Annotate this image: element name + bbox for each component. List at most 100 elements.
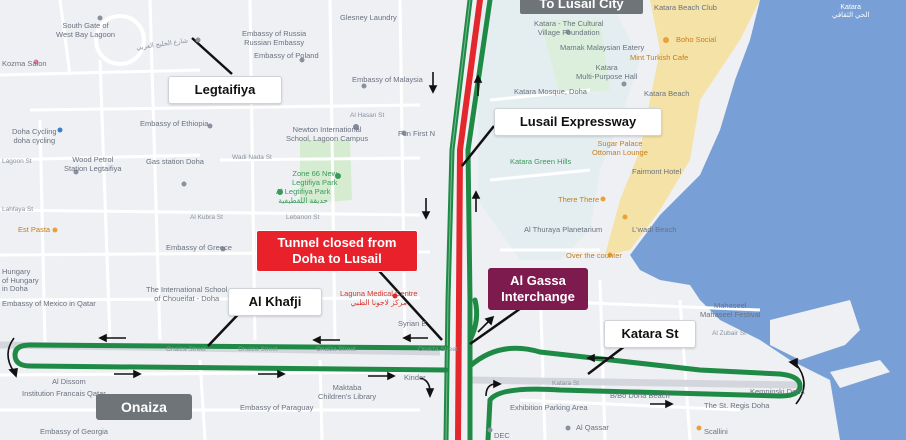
label-tunnel-closed: Tunnel closed from Doha to Lusail (256, 230, 418, 272)
arrow-left-2 (312, 335, 340, 345)
arrow-down-1 (428, 72, 438, 94)
poi-institution-francais: Institution Francais Qatar (22, 389, 106, 398)
arrow-left-3 (402, 333, 428, 343)
arrow-up-1 (473, 74, 483, 96)
street-onaiza-2: Onaiza Street (238, 346, 278, 353)
pier-2 (830, 360, 890, 388)
poi-text: Newton International (292, 125, 362, 134)
tunnel-line-1: Tunnel closed from (277, 235, 397, 251)
poi-text: Sugar Palace (597, 139, 643, 148)
poi-al-qassar: Al Qassar (576, 423, 609, 432)
poi-text: Doha Cycling (12, 127, 57, 136)
arrow-right-3 (368, 371, 396, 381)
poi-text: School, Lagoon Campus (286, 133, 369, 143)
poi-text: Maktaba (332, 383, 362, 392)
poi-kinder: Kinder (404, 373, 426, 382)
poi-text: of Choueifat - Doha (154, 293, 220, 303)
arrow-left-1 (98, 333, 126, 343)
arrow-right-1 (114, 369, 142, 379)
arrow-down-2 (421, 198, 431, 220)
poi-bb-doha: B/Bo Doha Beach (610, 391, 670, 400)
arrow-curve-up (485, 379, 502, 397)
onaiza-street-route (12, 342, 449, 373)
poi-text: South Gate of (62, 21, 109, 30)
label-onaiza: Onaiza (96, 394, 192, 420)
arrow-right-4 (650, 399, 674, 409)
poi-katara-beach: Katara Beach (644, 89, 690, 98)
poi-glesney-laundry: Glesney Laundry (340, 13, 397, 22)
poi-katara-mosque: Katara Mosque, Doha (514, 87, 587, 96)
street-al-zubair: Al Zubair St (712, 330, 746, 337)
poi-text: Russian Embassy (244, 37, 305, 47)
poi-embassy-georgia: Embassy of Georgia (40, 427, 108, 436)
tunnel-line-2: Doha to Lusail (292, 251, 382, 266)
poi-st-regis: The St. Regis Doha (704, 401, 770, 410)
poi-katara-beach-club: Katara Beach Club (654, 3, 717, 12)
poi-thuraya: Al Thuraya Planetarium (524, 225, 603, 234)
poi-est-pasta: Est Pasta (18, 225, 51, 234)
label-katara-st: Katara St (604, 320, 696, 348)
poi-text: Ottoman Lounge (592, 147, 648, 157)
poi-text: West Bay Lagoon (56, 29, 116, 39)
poi-text: حديقة اللقطيفية (278, 195, 328, 205)
katara-street-route (467, 297, 803, 440)
label-al-gassa-interchange: Al Gassa Interchange (488, 268, 588, 310)
park-area (300, 140, 352, 204)
poi-kozma-salon: Kozma Salon (2, 59, 47, 68)
poi-fun-first: Fun First N (398, 129, 436, 138)
poi-syrian: Syrian E (398, 319, 427, 328)
beach (605, 0, 760, 255)
poi-over-counter: Over the counter (566, 251, 622, 260)
u-turn-west (7, 337, 18, 378)
poi-dec: DEC (494, 431, 510, 440)
park-area-2 (540, 20, 610, 95)
u-turn-east (788, 357, 805, 405)
poi-text: Al Legtifiya Park (276, 187, 331, 196)
poi-fairmont: Fairmont Hotel (632, 167, 682, 176)
poi-boho-social: Boho Social (676, 35, 717, 44)
poi-text: Children's Library (318, 391, 377, 401)
poi-embassy-mexico: Embassy of Mexico in Qatar (2, 299, 96, 308)
arrow-right-2 (258, 369, 286, 379)
poi-text: Hungary (2, 267, 31, 276)
arrow-up-2 (471, 190, 481, 212)
poi-scallini: Scallini (704, 427, 728, 436)
pier (770, 300, 860, 360)
street-lagoon: Lagoon St (2, 158, 32, 165)
poi-text: The International School (146, 285, 228, 294)
brand-text: Katara (840, 4, 862, 11)
street-lahfaya: Lahfaya St (2, 206, 34, 213)
poi-text: Embassy of Russia (242, 29, 307, 38)
street-al-kubra: Al Kubra St (190, 214, 223, 221)
poi-mint-turkish: Mint Turkish Cafe (630, 53, 689, 62)
street-onaiza-3: Onaiza Street (316, 346, 356, 353)
poi-text: Wood Petrol (72, 155, 114, 164)
poi-al-dissom: Al Dissom (52, 377, 86, 386)
arrow-diag (477, 315, 495, 333)
destination-sign: To Lusail City (520, 0, 643, 14)
poi-text: Katara - The Cultural (534, 19, 604, 28)
poi-gas-station: Gas station Doha (146, 157, 204, 166)
al-gassa-line-1: Al Gassa (510, 273, 566, 289)
poi-exhibition-parking: Exhibition Parking Area (510, 403, 588, 412)
poi-text: Village Foundation (537, 27, 600, 37)
label-al-khafji: Al Khafji (228, 288, 322, 316)
label-legtaifiya: Legtaifiya (168, 76, 282, 104)
poi-text: in Doha (2, 284, 28, 294)
street-katara-small: Katara St (552, 380, 580, 387)
street-onaiza-4: Onaiza Street (418, 346, 458, 353)
poi-kempinski: Kempinski Doha (750, 387, 805, 396)
poi-there-there: There There (558, 195, 600, 204)
